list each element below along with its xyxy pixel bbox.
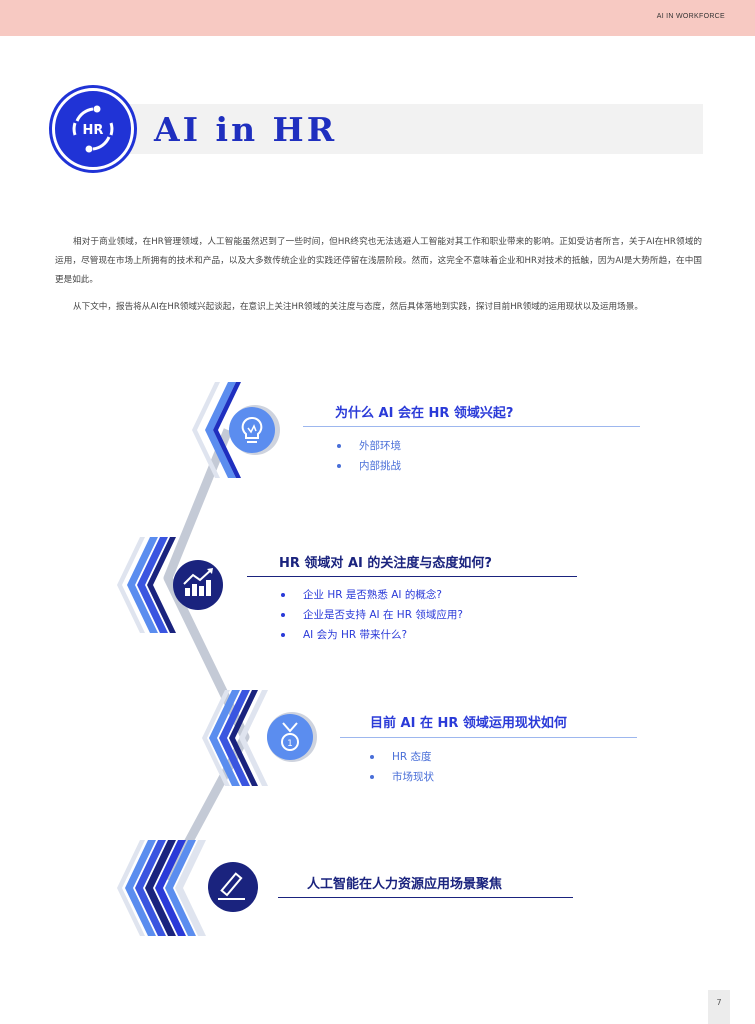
section-1-bullets: 外部环境 内部挑战 — [337, 436, 401, 476]
section-2-title: HR 领域对 AI 的关注度与态度如何? — [279, 556, 492, 571]
section-2-bullets: 企业 HR 是否熟悉 AI 的概念? 企业是否支持 AI 在 HR 领域应用? … — [281, 585, 463, 645]
section-3-title: 目前 AI 在 HR 领域运用现状如何 — [370, 716, 567, 731]
header-label: AI IN WORKFORCE — [656, 13, 725, 20]
bullet-item: 企业是否支持 AI 在 HR 领域应用? — [281, 605, 463, 625]
section-4-underline — [278, 897, 573, 898]
bullet-item: AI 会为 HR 带来什么? — [281, 625, 463, 645]
section-2-underline — [247, 576, 577, 577]
section-3-underline — [340, 737, 637, 738]
section-4-title: 人工智能在人力资源应用场景聚焦 — [307, 877, 503, 892]
pencil-icon — [208, 862, 258, 912]
section-1-underline — [303, 426, 640, 427]
section-3-bullets: HR 态度 市场现状 — [370, 747, 434, 787]
medal-icon: 1 — [267, 712, 317, 762]
chevron-group-3 — [202, 690, 268, 786]
intro-paragraph-1: 相对于商业领域，在HR管理领域，人工智能虽然迟到了一些时间，但HR终究也无法逃避… — [55, 237, 702, 285]
svg-text:HR: HR — [83, 123, 104, 138]
page-title: AI in HR — [154, 110, 338, 149]
bullet-item: 内部挑战 — [337, 456, 401, 476]
bullet-item: 市场现状 — [370, 767, 434, 787]
chevron-group-4 — [117, 840, 206, 936]
section-1-title: 为什么 AI 会在 HR 领域兴起? — [335, 406, 514, 421]
hr-network-icon: HR — [52, 88, 134, 170]
header-bar: AI IN WORKFORCE — [0, 0, 755, 36]
svg-text:1: 1 — [287, 739, 293, 749]
page-number: 7 — [708, 990, 730, 1024]
bullet-item: 外部环境 — [337, 436, 401, 456]
chevron-group-2 — [117, 537, 176, 633]
growth-chart-icon — [173, 560, 223, 610]
chevron-group-1 — [192, 382, 241, 478]
lightbulb-icon — [229, 405, 280, 455]
title-band — [95, 104, 703, 154]
bullet-item: 企业 HR 是否熟悉 AI 的概念? — [281, 585, 463, 605]
intro-paragraph-2: 从下文中，报告将从AI在HR领域兴起谈起，在意识上关注HR领域的关注度与态度，然… — [73, 302, 643, 312]
bullet-item: HR 态度 — [370, 747, 434, 767]
